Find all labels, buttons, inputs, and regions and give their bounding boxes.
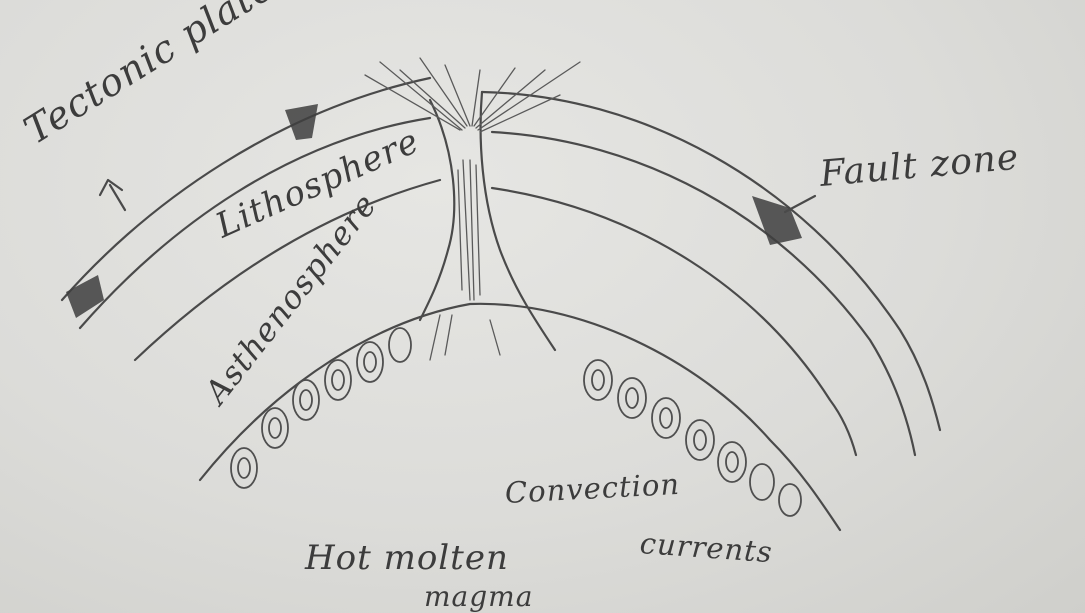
hot-molten-label: Hot molten — [305, 538, 509, 578]
right-fault-hatch — [752, 196, 802, 245]
right-plate-outer-edge — [482, 92, 940, 430]
magma-label: magma — [424, 580, 533, 613]
right-lithosphere-boundary — [492, 188, 856, 455]
left-fault-hatch — [66, 275, 104, 318]
left-plate-outer-edge — [62, 78, 430, 300]
eruption-strokes — [365, 58, 580, 360]
up-arrow-icon — [100, 180, 125, 210]
fault-zone-pointer — [785, 196, 815, 212]
magma-channel-left-wall — [420, 100, 454, 320]
top-fault-hatch — [285, 104, 318, 140]
magma-channel-right-wall — [481, 92, 555, 350]
